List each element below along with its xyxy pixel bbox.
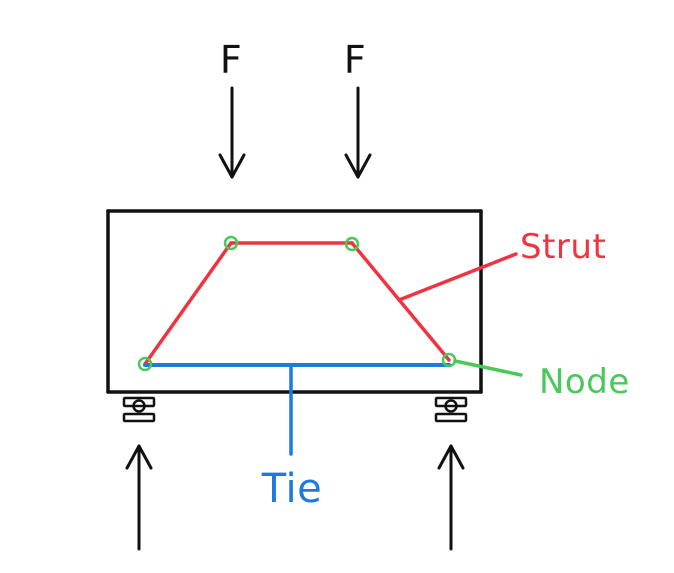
node-top-left bbox=[223, 235, 239, 251]
tie-member bbox=[143, 363, 451, 456]
force-arrow-left bbox=[218, 86, 246, 179]
tie-label: Tie bbox=[261, 466, 322, 512]
strut-callout: Strut bbox=[397, 227, 606, 302]
node-top-right bbox=[344, 236, 360, 252]
strut-label: Strut bbox=[520, 227, 606, 267]
node-label: Node bbox=[539, 362, 630, 402]
beam-outline bbox=[106, 209, 483, 394]
force-arrow-right bbox=[344, 86, 372, 179]
applied-forces: F F bbox=[218, 38, 372, 179]
force-label-left: F bbox=[220, 38, 242, 82]
node-callout: Node bbox=[453, 359, 630, 402]
node-bottom-left bbox=[137, 356, 153, 372]
reaction-arrow-left bbox=[125, 444, 153, 551]
strut-members bbox=[143, 241, 451, 366]
support-left bbox=[122, 396, 156, 423]
force-label-right: F bbox=[344, 38, 366, 82]
support-right bbox=[434, 396, 468, 423]
reaction-arrow-right bbox=[437, 444, 465, 551]
